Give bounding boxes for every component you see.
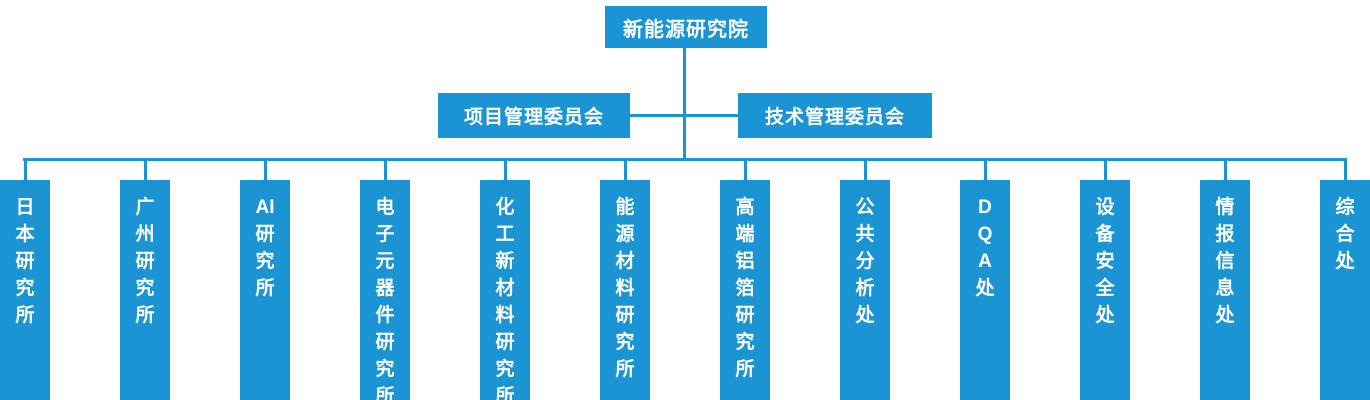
node-guangzhou-research-institute: 广州研究所	[120, 180, 170, 400]
connector-stub-intelligence-information-division	[1223, 158, 1227, 182]
dept-label-line: 广	[135, 197, 155, 218]
dept-label-line: 能	[615, 197, 635, 218]
dept-label-line: 所	[375, 386, 395, 400]
node-japan-research-institute: 日本研究所	[0, 180, 50, 400]
connector-stub-ai-research-institute	[263, 158, 267, 182]
dept-label-line: 端	[735, 224, 755, 245]
connector-stub-public-analysis-division	[863, 158, 867, 182]
node-chemical-new-materials-research-institute: 化工新材料研究所	[480, 180, 530, 400]
dept-label-line: 材	[615, 251, 635, 272]
dept-label-line: 高	[735, 197, 755, 218]
dept-label-line: 箔	[735, 278, 755, 299]
connector-trunk	[683, 48, 686, 161]
dept-label-line: 析	[855, 278, 875, 299]
dept-label-line: 研	[495, 332, 515, 353]
dept-label-line: 公	[855, 197, 875, 218]
node-equipment-safety-division: 设备安全处	[1080, 180, 1130, 400]
dept-label-line: 研	[15, 251, 35, 272]
dept-label-line: 电	[375, 197, 395, 218]
dept-label-line: 情	[1215, 197, 1235, 218]
node-public-analysis-division: 公共分析处	[840, 180, 890, 400]
node-electronic-components-research-institute: 电子元器件研究所	[360, 180, 410, 400]
dept-label-line: 分	[855, 251, 875, 272]
dept-label-line: 器	[375, 278, 395, 299]
dept-label-line: 备	[1095, 224, 1115, 245]
dept-label-line: 研	[135, 251, 155, 272]
dept-label-line: D	[978, 197, 992, 218]
connector-stub-general-division	[1343, 158, 1347, 182]
dept-label-line: 州	[135, 224, 155, 245]
dept-label-line: 究	[135, 278, 155, 299]
dept-label-line: 研	[375, 332, 395, 353]
dept-label-line: 究	[735, 332, 755, 353]
connector-stub-guangzhou-research-institute	[143, 158, 147, 182]
connector-stub-dqa-division	[983, 158, 987, 182]
connector-stub-high-end-aluminum-foil-research-institute	[743, 158, 747, 182]
dept-label-line: 处	[1095, 305, 1115, 326]
connector-committees	[630, 114, 738, 117]
dept-label-line: 所	[615, 359, 635, 380]
connector-stub-chemical-new-materials-research-institute	[503, 158, 507, 182]
connector-children-line	[23, 158, 1345, 161]
dept-label-line: 所	[735, 359, 755, 380]
dept-label-line: 子	[375, 224, 395, 245]
dept-label-line: 料	[615, 278, 635, 299]
dept-label-line: 本	[15, 224, 35, 245]
dept-label-line: 元	[375, 251, 395, 272]
dept-label-line: 所	[135, 305, 155, 326]
dept-label-line: A	[978, 251, 992, 272]
dept-label-line: 工	[495, 224, 515, 245]
dept-label-line: 设	[1095, 197, 1115, 218]
dept-label-line: 合	[1335, 224, 1355, 245]
dept-label-line: 新	[495, 251, 515, 272]
dept-label-line: 化	[495, 197, 515, 218]
connector-stub-electronic-components-research-institute	[383, 158, 387, 182]
dept-label-line: 全	[1095, 278, 1115, 299]
dept-label-line: 报	[1215, 224, 1235, 245]
node-project-management-committee: 项目管理委员会	[438, 93, 630, 138]
dept-label-line: AI	[255, 197, 275, 218]
dept-label-line: 日	[15, 197, 35, 218]
connector-stub-japan-research-institute	[23, 158, 27, 182]
dept-label-line: 息	[1215, 278, 1235, 299]
dept-label-line: 综	[1335, 197, 1355, 218]
dept-label-line: 件	[375, 305, 395, 326]
dept-label-line: 信	[1215, 251, 1235, 272]
dept-label-line: 究	[255, 251, 275, 272]
dept-label-line: 处	[975, 278, 995, 299]
dept-label-line: 究	[615, 332, 635, 353]
committee-label: 项目管理委员会	[463, 107, 604, 128]
dept-label-line: 所	[255, 278, 275, 299]
connector-stub-equipment-safety-division	[1103, 158, 1107, 182]
dept-label-line: 共	[855, 224, 875, 245]
dept-label-line: 究	[15, 278, 35, 299]
dept-label-line: 处	[1215, 305, 1235, 326]
node-energy-materials-research-institute: 能源材料研究所	[600, 180, 650, 400]
node-root: 新能源研究院	[605, 6, 767, 48]
node-root-label: 新能源研究院	[623, 18, 749, 41]
node-general-division: 综合处	[1320, 180, 1370, 400]
dept-label-line: 处	[855, 305, 875, 326]
dept-label-line: 处	[1335, 251, 1355, 272]
dept-label-line: 研	[735, 305, 755, 326]
dept-label-line: 所	[495, 386, 515, 400]
node-ai-research-institute: AI 研究所	[240, 180, 290, 400]
dept-label-line: 究	[375, 359, 395, 380]
dept-label-line: 研	[255, 224, 275, 245]
dept-label-line: 研	[615, 305, 635, 326]
dept-label-line: 源	[615, 224, 635, 245]
dept-label-line: 安	[1095, 251, 1115, 272]
dept-label-line: Q	[977, 224, 993, 245]
dept-label-line: 所	[15, 305, 35, 326]
node-high-end-aluminum-foil-research-institute: 高端铝箔研究所	[720, 180, 770, 400]
dept-label-line: 究	[495, 359, 515, 380]
dept-label-line: 材	[495, 278, 515, 299]
node-intelligence-information-division: 情报信息处	[1200, 180, 1250, 400]
dept-label-line: 铝	[735, 251, 755, 272]
node-technology-management-committee: 技术管理委员会	[738, 93, 932, 138]
dept-label-line: 料	[495, 305, 515, 326]
committee-label: 技术管理委员会	[764, 107, 905, 128]
connector-stub-energy-materials-research-institute	[623, 158, 627, 182]
